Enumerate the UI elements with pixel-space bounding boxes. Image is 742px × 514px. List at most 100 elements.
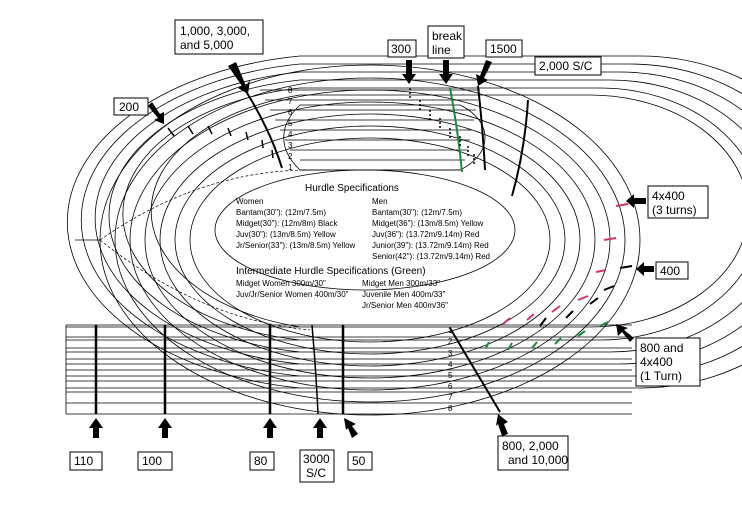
lower-lane-3: 3 xyxy=(448,349,453,358)
svg-text:50: 50 xyxy=(352,454,366,468)
svg-text:4x400: 4x400 xyxy=(652,189,685,203)
arrow-800-1turn xyxy=(616,324,634,342)
svg-text:4x400: 4x400 xyxy=(640,355,673,369)
outer-ovals xyxy=(99,64,641,416)
arrow-800-2000 xyxy=(496,414,508,436)
upper-lane-3: 3 xyxy=(288,141,293,150)
svg-text:300: 300 xyxy=(391,42,411,56)
start-line-2000-sc xyxy=(511,99,529,197)
start-line-1500 xyxy=(477,85,486,171)
svg-text:3000: 3000 xyxy=(303,452,330,466)
svg-text:S/C: S/C xyxy=(306,466,326,480)
svg-text:1500: 1500 xyxy=(490,42,517,56)
lower-lane-5: 5 xyxy=(448,371,453,380)
svg-text:110: 110 xyxy=(74,454,93,468)
svg-text:1,000, 3,000,: 1,000, 3,000, xyxy=(180,24,250,38)
lane-line-3 xyxy=(66,87,742,341)
svg-text:(3 turns): (3 turns) xyxy=(652,203,697,217)
start-line-1000-3000-5000 xyxy=(246,92,283,169)
women-spec-3: Jr/Senior(33"): (13m/8.5m) Yellow xyxy=(236,241,356,250)
start-line-3000-sc xyxy=(311,324,319,415)
label-400: 400 xyxy=(636,261,689,280)
upper-lane-2: 2 xyxy=(288,152,293,161)
arrow-110 xyxy=(89,418,103,438)
track-lanes xyxy=(66,55,742,389)
women-spec-1: Midget(30"): (12m/8m) Black xyxy=(236,219,339,228)
lane-line-7 xyxy=(66,55,742,389)
svg-text:400: 400 xyxy=(660,264,680,278)
men-spec-3: Junior(39"): (13.72m/9.14m) Red xyxy=(372,241,489,250)
intermediate-1-right: Juvenile Men 400m/33" xyxy=(362,290,445,299)
svg-text:break: break xyxy=(432,29,463,43)
hurdle-specifications: Hurdle Specifications Women Men Bantam(3… xyxy=(236,183,490,261)
svg-text:and 5,000: and 5,000 xyxy=(180,38,234,52)
label-break-line: break line xyxy=(427,25,465,84)
lower-lane-2: 2 xyxy=(448,337,453,346)
svg-text:800 and: 800 and xyxy=(640,341,683,355)
lane-line-6 xyxy=(66,63,742,377)
svg-text:80: 80 xyxy=(254,454,268,468)
stagger-300 xyxy=(409,88,475,166)
svg-text:2,000 S/C: 2,000 S/C xyxy=(539,59,593,73)
arrow-80 xyxy=(263,418,277,438)
intermediate-hurdle-specifications: Intermediate Hurdle Specifications (Gree… xyxy=(236,266,448,310)
dashed-curve xyxy=(99,169,311,241)
upper-lane-1: 1 xyxy=(288,163,293,172)
svg-text:and 10,000: and 10,000 xyxy=(508,453,568,467)
label-2000-sc: 2,000 S/C xyxy=(534,56,602,76)
arrow-50 xyxy=(344,418,358,438)
svg-text:line: line xyxy=(432,43,451,57)
arrow-1500 xyxy=(476,60,492,86)
label-110: 110 xyxy=(69,418,103,471)
men-spec-4: Senior(42"): (13.72m/9.14m) Red xyxy=(372,252,490,261)
label-80: 80 xyxy=(249,418,277,471)
women-spec-0: Bantam(30"): (12m/7.5m) xyxy=(236,208,326,217)
upper-lane-5: 5 xyxy=(288,119,293,128)
intermediate-title: Intermediate Hurdle Specifications (Gree… xyxy=(236,266,426,277)
intermediate-2-right: Jr/Senior Men 400m/36" xyxy=(362,301,448,310)
stagger-200 xyxy=(167,125,274,159)
lane-line-4 xyxy=(66,79,742,353)
women-spec-2: Juv(30"): (13m/8.5m) Yellow xyxy=(236,230,336,239)
arrow-4x400-3 xyxy=(626,194,646,208)
lane-line-2 xyxy=(66,94,742,328)
label-1500: 1500 xyxy=(476,39,523,86)
label-800-4x400-1turn: 800 and 4x400 (1 Turn) xyxy=(616,324,701,387)
lower-lane-4: 4 xyxy=(448,360,453,369)
stagger-4x400-3turns xyxy=(502,203,629,325)
upper-lane-6: 6 xyxy=(288,108,293,117)
arrow-1000 xyxy=(228,62,250,94)
arrow-break xyxy=(439,60,453,84)
break-line xyxy=(449,87,463,173)
upper-lane-4: 4 xyxy=(288,130,293,139)
lane-line-5 xyxy=(66,71,742,365)
upper-lane-numbers: 8 7 6 5 4 3 2 1 xyxy=(288,86,293,172)
lower-lane-6: 6 xyxy=(448,382,453,391)
men-header: Men xyxy=(372,197,388,206)
intermediate-0-left: Midget Women 300m/30" xyxy=(236,279,326,288)
men-spec-0: Bantam(30"): (12m/7.5m) xyxy=(372,208,462,217)
lower-lane-7: 7 xyxy=(448,393,453,402)
svg-text:800, 2,000: 800, 2,000 xyxy=(502,439,559,453)
lane-line-1 xyxy=(283,104,486,171)
straight-lanes xyxy=(65,324,632,415)
label-300: 300 xyxy=(387,39,417,84)
svg-text:100: 100 xyxy=(142,454,162,468)
arrow-3000-sc xyxy=(313,418,327,438)
svg-text:(1 Turn): (1 Turn) xyxy=(640,369,682,383)
stagger-800-4x400-1turn xyxy=(485,321,609,351)
label-800-2000-10000: 800, 2,000 and 10,000 xyxy=(496,414,569,471)
svg-text:200: 200 xyxy=(119,100,139,114)
upper-rings xyxy=(260,89,480,171)
start-lines xyxy=(94,325,345,414)
upper-lane-8: 8 xyxy=(288,86,293,95)
arrow-400 xyxy=(636,262,654,276)
lower-lane-numbers: 1 2 3 4 5 6 7 8 xyxy=(448,326,453,413)
label-3000-sc: 3000 S/C xyxy=(299,418,335,483)
label-50: 50 xyxy=(344,418,373,471)
arrow-300 xyxy=(402,60,416,84)
arrow-200 xyxy=(148,102,164,124)
hurdle-spec-title: Hurdle Specifications xyxy=(305,183,399,194)
lower-lane-1: 1 xyxy=(448,326,453,335)
